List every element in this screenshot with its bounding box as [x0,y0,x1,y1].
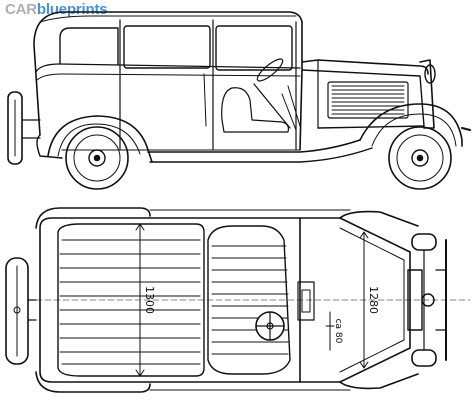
rear-track-label: 1300 [143,286,156,314]
side-steering-column [253,83,291,129]
side-rear-wheel [65,126,129,190]
side-seat [221,87,289,133]
side-front-wheel-rim [396,134,444,182]
side-hood-louvres [327,81,409,119]
top-spare-bracket [27,299,37,321]
side-front-fender [359,103,463,147]
side-rear-quarter-window [59,27,119,65]
side-headlamp [424,64,436,84]
side-steering-wheel [256,58,284,82]
side-front-wheel [388,126,452,190]
side-hood-top [301,59,429,75]
top-rear-fender-upper [35,207,151,229]
side-front-wheel-hub [411,149,429,167]
side-belt-line-lower [36,73,301,81]
top-front-fender-lower [339,373,419,390]
side-brake-lever [287,85,301,127]
side-front-wheel-center [416,154,424,162]
side-rear-body [36,134,63,159]
top-front-wheel-upper [411,233,437,251]
side-view [7,11,471,190]
side-rear-seat-hint [203,73,207,127]
logo-prefix: CAR [5,1,37,18]
steering-dimension [325,311,335,351]
top-front-roof [207,225,291,375]
side-running-board [147,139,361,153]
top-front-fender-upper [339,210,419,227]
side-spare-wheel [7,91,23,165]
side-front-bumper [461,127,471,131]
top-cowl-inner [301,289,311,313]
side-rear-fender-inner [57,123,141,157]
side-roof-line [39,15,297,23]
side-hood-side [301,69,425,129]
top-hood-centerline [339,227,405,373]
side-front-door-window [215,25,293,71]
top-rear-roof-slats [59,239,201,365]
side-rear-wheel-rim [73,134,121,182]
side-rear-fender [47,115,153,163]
side-rear-wheel-center [93,154,101,162]
steering-dimension-label: ca 80 [333,319,343,344]
top-steering-spokes [255,311,285,341]
top-front-wheel-lower [411,349,437,367]
side-running-board-lower [149,147,373,163]
top-rear-roof [57,223,205,377]
top-view [5,207,471,393]
front-track-label: 1280 [367,286,380,314]
top-bumper-brackets [435,269,447,331]
side-cabin-outline [33,11,303,151]
side-spare-bracket [21,119,41,139]
side-gear-lever [281,93,297,131]
top-spare-fixing [13,306,21,314]
side-front-fender-inner [371,113,457,147]
side-rear-door-window [123,25,211,69]
top-rear-fender-lower [35,371,151,393]
top-spare-wheel [5,257,29,365]
top-cowl [297,281,315,321]
